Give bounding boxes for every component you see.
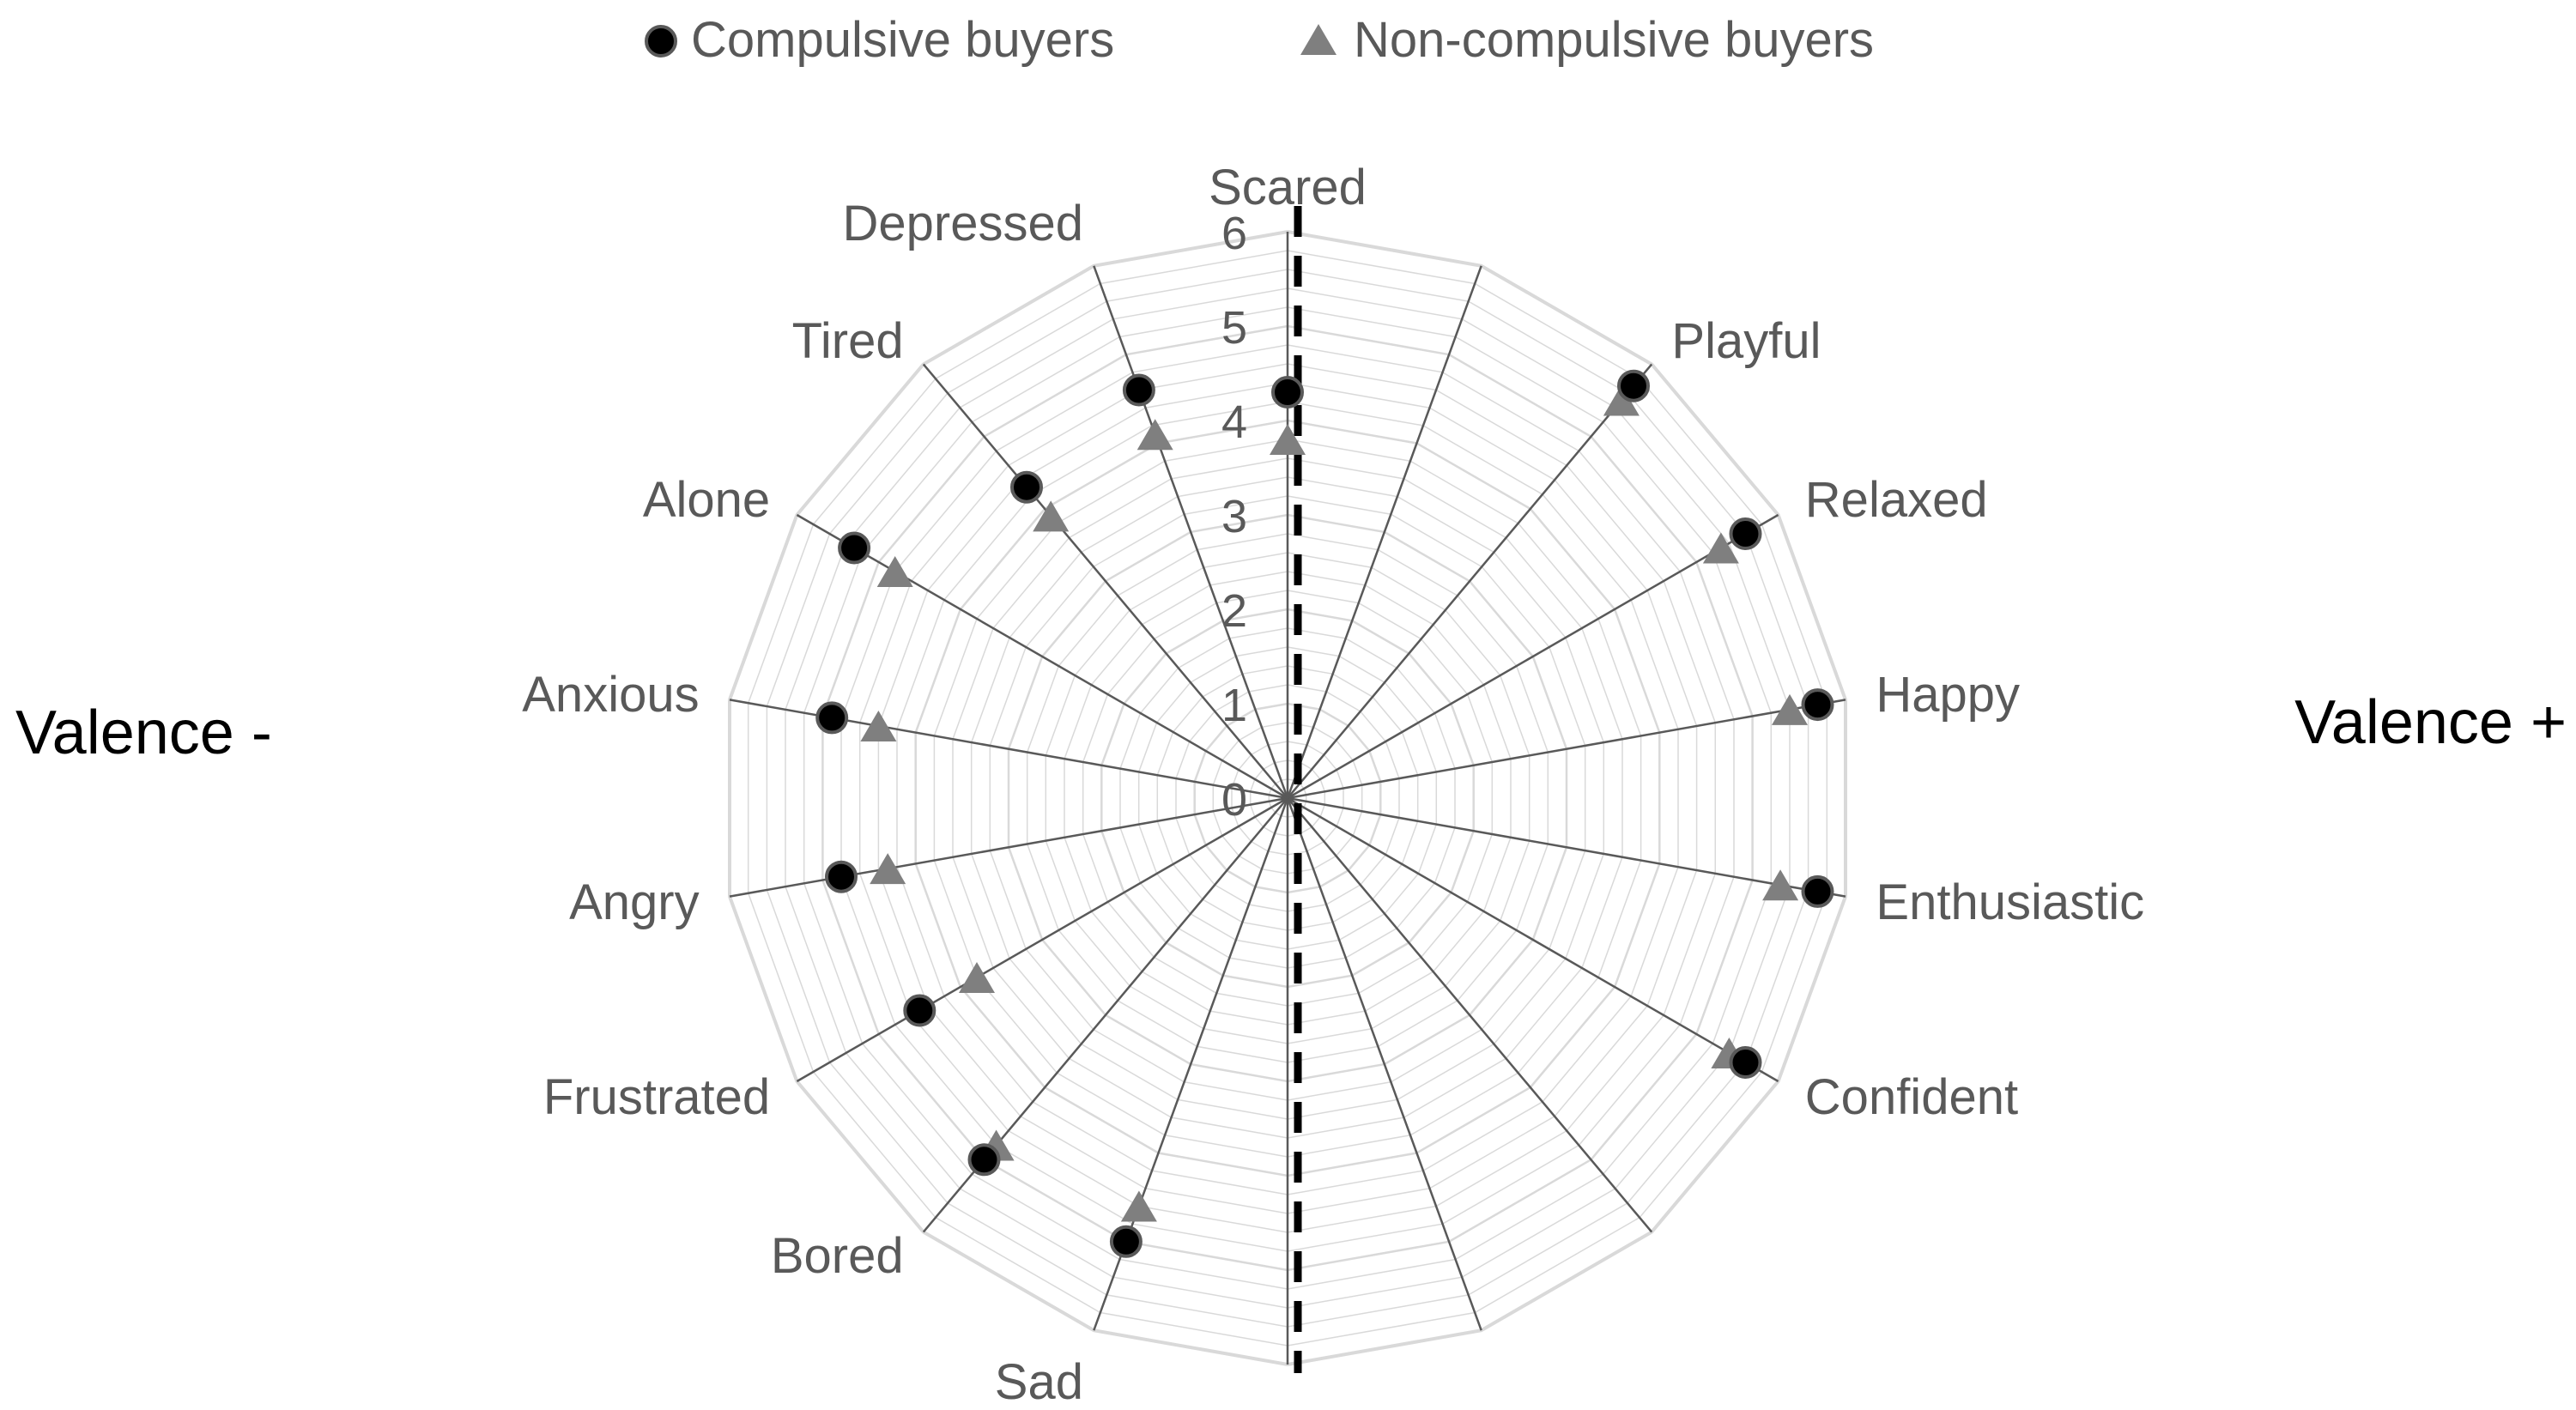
legend: Compulsive buyers Non-compulsive buyers (645, 12, 1874, 68)
non-compulsive-buyers-point (1762, 869, 1799, 901)
legend-label-non-compulsive: Non-compulsive buyers (1354, 12, 1874, 68)
legend-circle-marker (645, 25, 677, 57)
compulsive-buyers-point (903, 994, 936, 1027)
compulsive-buyers-point (1109, 1225, 1143, 1258)
category-label: Enthusiastic (1876, 874, 2144, 930)
non-compulsive-buyers-point (959, 962, 995, 993)
category-label: Angry (569, 874, 700, 930)
radial-tick-label: 3 (1221, 491, 1247, 542)
compulsive-buyers-point (815, 701, 849, 735)
category-label: Relaxed (1805, 472, 1988, 528)
radar-spoke (1287, 796, 1779, 1083)
category-label: Playful (1671, 313, 1821, 369)
compulsive-buyers-point (967, 1143, 1001, 1177)
non-compulsive-buyers-point (1270, 424, 1306, 455)
category-label: Alone (643, 472, 770, 528)
category-label: Confident (1805, 1069, 2018, 1125)
compulsive-buyers-point (1617, 369, 1650, 402)
category-label: Frustrated (543, 1069, 770, 1125)
non-compulsive-buyers-point (876, 556, 913, 587)
non-compulsive-buyers-point (1120, 1190, 1157, 1222)
radial-tick-label: 0 (1221, 774, 1247, 826)
non-compulsive-buyers-point (1772, 693, 1808, 725)
category-label: Bored (771, 1228, 904, 1284)
radar-spoke (1287, 796, 1846, 898)
valence-negative-label: Valence - (15, 699, 272, 767)
radar-spoke (796, 796, 1288, 1083)
compulsive-buyers-point (838, 531, 871, 565)
compulsive-buyers-point (1729, 517, 1762, 550)
radial-tick-label: 1 (1221, 680, 1247, 731)
valence-positive-label: Valence + (2294, 688, 2567, 757)
non-compulsive-buyers-point (1136, 419, 1173, 451)
radar-spoke (1286, 797, 1482, 1331)
category-label: Sad (995, 1354, 1083, 1410)
compulsive-buyers-point (1122, 373, 1155, 407)
radar-spoke (1286, 265, 1482, 799)
non-compulsive-buyers-point (870, 853, 906, 885)
radar-spoke (1287, 363, 1653, 799)
non-compulsive-buyers-point (1603, 384, 1640, 416)
category-label: Anxious (522, 667, 699, 723)
radial-tick-labels: 0 1 2 3 4 5 6 (1221, 208, 1247, 826)
data-markers (815, 369, 1834, 1258)
radial-tick-label: 2 (1221, 585, 1247, 637)
category-labels: ScaredPlayfulRelaxedHappyEnthusiasticCon… (522, 160, 2144, 1410)
compulsive-buyers-point (1010, 470, 1043, 504)
radar-spoke (1287, 699, 1846, 800)
radial-tick-label: 6 (1221, 208, 1247, 259)
radial-tick-label: 4 (1221, 396, 1247, 448)
radar-spoke (1287, 513, 1779, 800)
category-label: Happy (1876, 667, 2020, 723)
radar-spoke (729, 796, 1288, 898)
category-label: Depressed (843, 196, 1083, 251)
category-label: Scared (1209, 160, 1367, 215)
non-compulsive-buyers-point (1702, 532, 1739, 564)
radar-spoke (796, 513, 1288, 800)
compulsive-buyers-point (1271, 376, 1304, 408)
category-label: Tired (792, 313, 904, 369)
compulsive-buyers-point (1801, 874, 1834, 908)
radar-spoke (1093, 265, 1289, 799)
non-compulsive-buyers-point (860, 711, 897, 741)
legend-label-compulsive: Compulsive buyers (691, 12, 1114, 68)
legend-triangle-marker (1300, 24, 1336, 55)
compulsive-buyers-point (825, 860, 858, 893)
radar-spoke (1287, 797, 1653, 1233)
radial-tick-label: 5 (1221, 302, 1247, 354)
compulsive-buyers-point (1801, 688, 1834, 722)
non-compulsive-buyers-point (1033, 500, 1070, 532)
radar-spoke (922, 363, 1288, 799)
compulsive-buyers-point (1729, 1046, 1762, 1079)
